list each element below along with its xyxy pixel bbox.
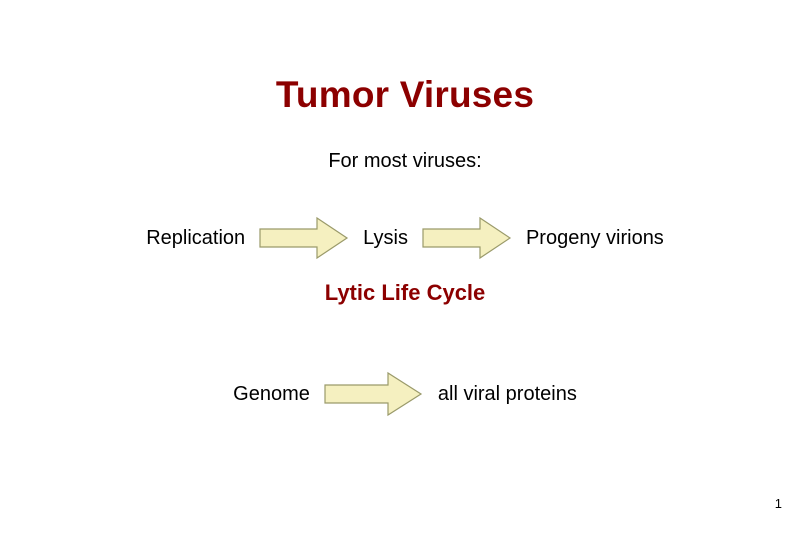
block-arrow-right-icon-2 (422, 216, 512, 260)
lytic-life-cycle-heading: Lytic Life Cycle (324, 280, 486, 305)
page-title: Tumor Viruses (275, 74, 535, 115)
block-arrow-right-icon-3 (324, 371, 424, 417)
row1-label-lysis: Lysis (363, 226, 408, 249)
page-number: 1 (774, 496, 782, 511)
block-arrow-right-icon (259, 216, 349, 260)
row1-label-progeny-virions: Progeny virions (525, 226, 664, 249)
row2-label-genome: Genome (233, 382, 310, 405)
lytic-cycle-row: Replication Lysis Progeny virions (0, 216, 810, 260)
row1-label-replication: Replication (146, 226, 246, 249)
subtitle-text: For most viruses: (328, 150, 482, 172)
row2-label-all-viral-proteins: all viral proteins (437, 382, 577, 405)
genome-row: Genome all viral proteins (0, 371, 810, 417)
